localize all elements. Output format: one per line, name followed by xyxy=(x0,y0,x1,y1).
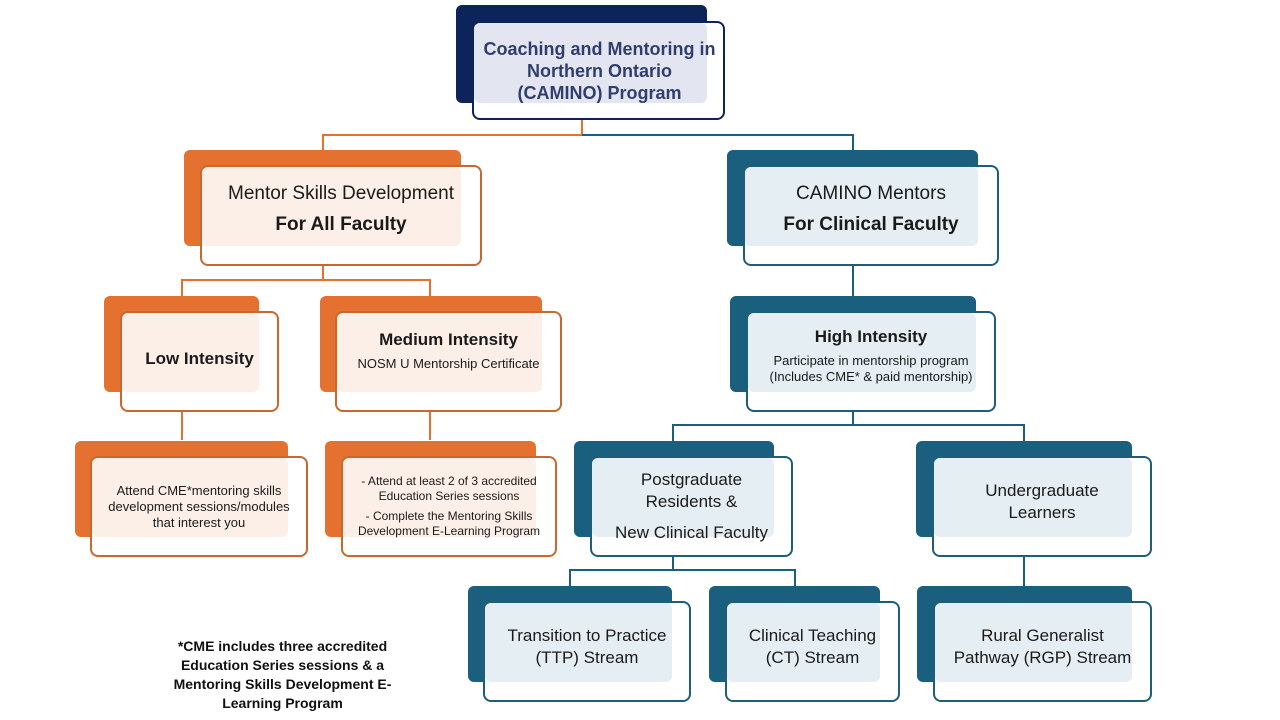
undergrad-line1: Undergraduate xyxy=(985,480,1099,500)
ttp-line1: Transition to Practice xyxy=(507,625,667,645)
mentor-skills-title: Mentor Skills Development xyxy=(228,182,454,204)
footnote-line2: Education Series sessions & a xyxy=(180,657,385,673)
postgrad-line1: Postgraduate xyxy=(640,470,743,489)
rgp-line1: Rural Generalist xyxy=(981,625,1104,645)
camino-mentors-subtitle: For Clinical Faculty xyxy=(783,213,959,235)
rgp-line2: Pathway (RGP) Stream xyxy=(953,647,1132,667)
medium-intensity-subtitle: NOSM U Mentorship Certificate xyxy=(357,355,540,371)
undergrad-line2: Learners xyxy=(1008,502,1076,522)
low-detail-line1: Attend CME*mentoring skills xyxy=(116,482,282,498)
postgrad-line2: Residents & xyxy=(645,492,738,511)
medium-intensity-title: Medium Intensity xyxy=(379,329,518,349)
connector-root-right xyxy=(582,134,854,152)
ct-line2: (CT) Stream xyxy=(765,647,860,667)
footnote-line4: Learning Program xyxy=(222,695,343,711)
medium-detail-a2: Education Series sessions xyxy=(378,489,520,503)
low-detail-line2: development sessions/modules xyxy=(108,498,290,514)
medium-detail-b1: - Complete the Mentoring Skills xyxy=(365,509,533,523)
camino-mentors-title: CAMINO Mentors xyxy=(796,182,946,204)
connector-high-to-undergrad xyxy=(853,424,1025,442)
high-intensity-line2: (Includes CME* & paid mentorship) xyxy=(769,368,973,384)
cme-footnote: *CME includes three accredited Education… xyxy=(150,637,415,713)
ct-line1: Clinical Teaching xyxy=(748,625,877,645)
high-intensity-title: High Intensity xyxy=(814,326,928,346)
connector-root-left xyxy=(322,120,583,152)
root-title-line3: (CAMINO) Program xyxy=(517,82,682,103)
high-intensity-line1: Participate in mentorship program xyxy=(773,352,969,368)
footnote-line1: *CME includes three accredited xyxy=(177,638,388,654)
root-title-line2: Northern Ontario xyxy=(526,60,672,81)
connector-mentor-skills-to-low xyxy=(181,279,431,297)
low-detail-line3: that interest you xyxy=(152,514,246,530)
mentor-skills-subtitle: For All Faculty xyxy=(275,213,407,235)
medium-detail-b2: Development E-Learning Program xyxy=(357,524,541,538)
low-intensity-title: Low Intensity xyxy=(145,348,254,368)
ttp-line2: (TTP) Stream xyxy=(535,647,639,667)
medium-detail-a1: - Attend at least 2 of 3 accredited xyxy=(361,474,537,488)
postgrad-line3: New Clinical Faculty xyxy=(614,523,769,542)
connector-postgrad-split xyxy=(569,556,674,587)
footnote-line3: Mentoring Skills Development E- xyxy=(173,676,392,692)
root-title-line1: Coaching and Mentoring in xyxy=(483,38,716,59)
connector-postgrad-to-ct xyxy=(673,569,796,587)
connector-high-split xyxy=(672,411,854,442)
